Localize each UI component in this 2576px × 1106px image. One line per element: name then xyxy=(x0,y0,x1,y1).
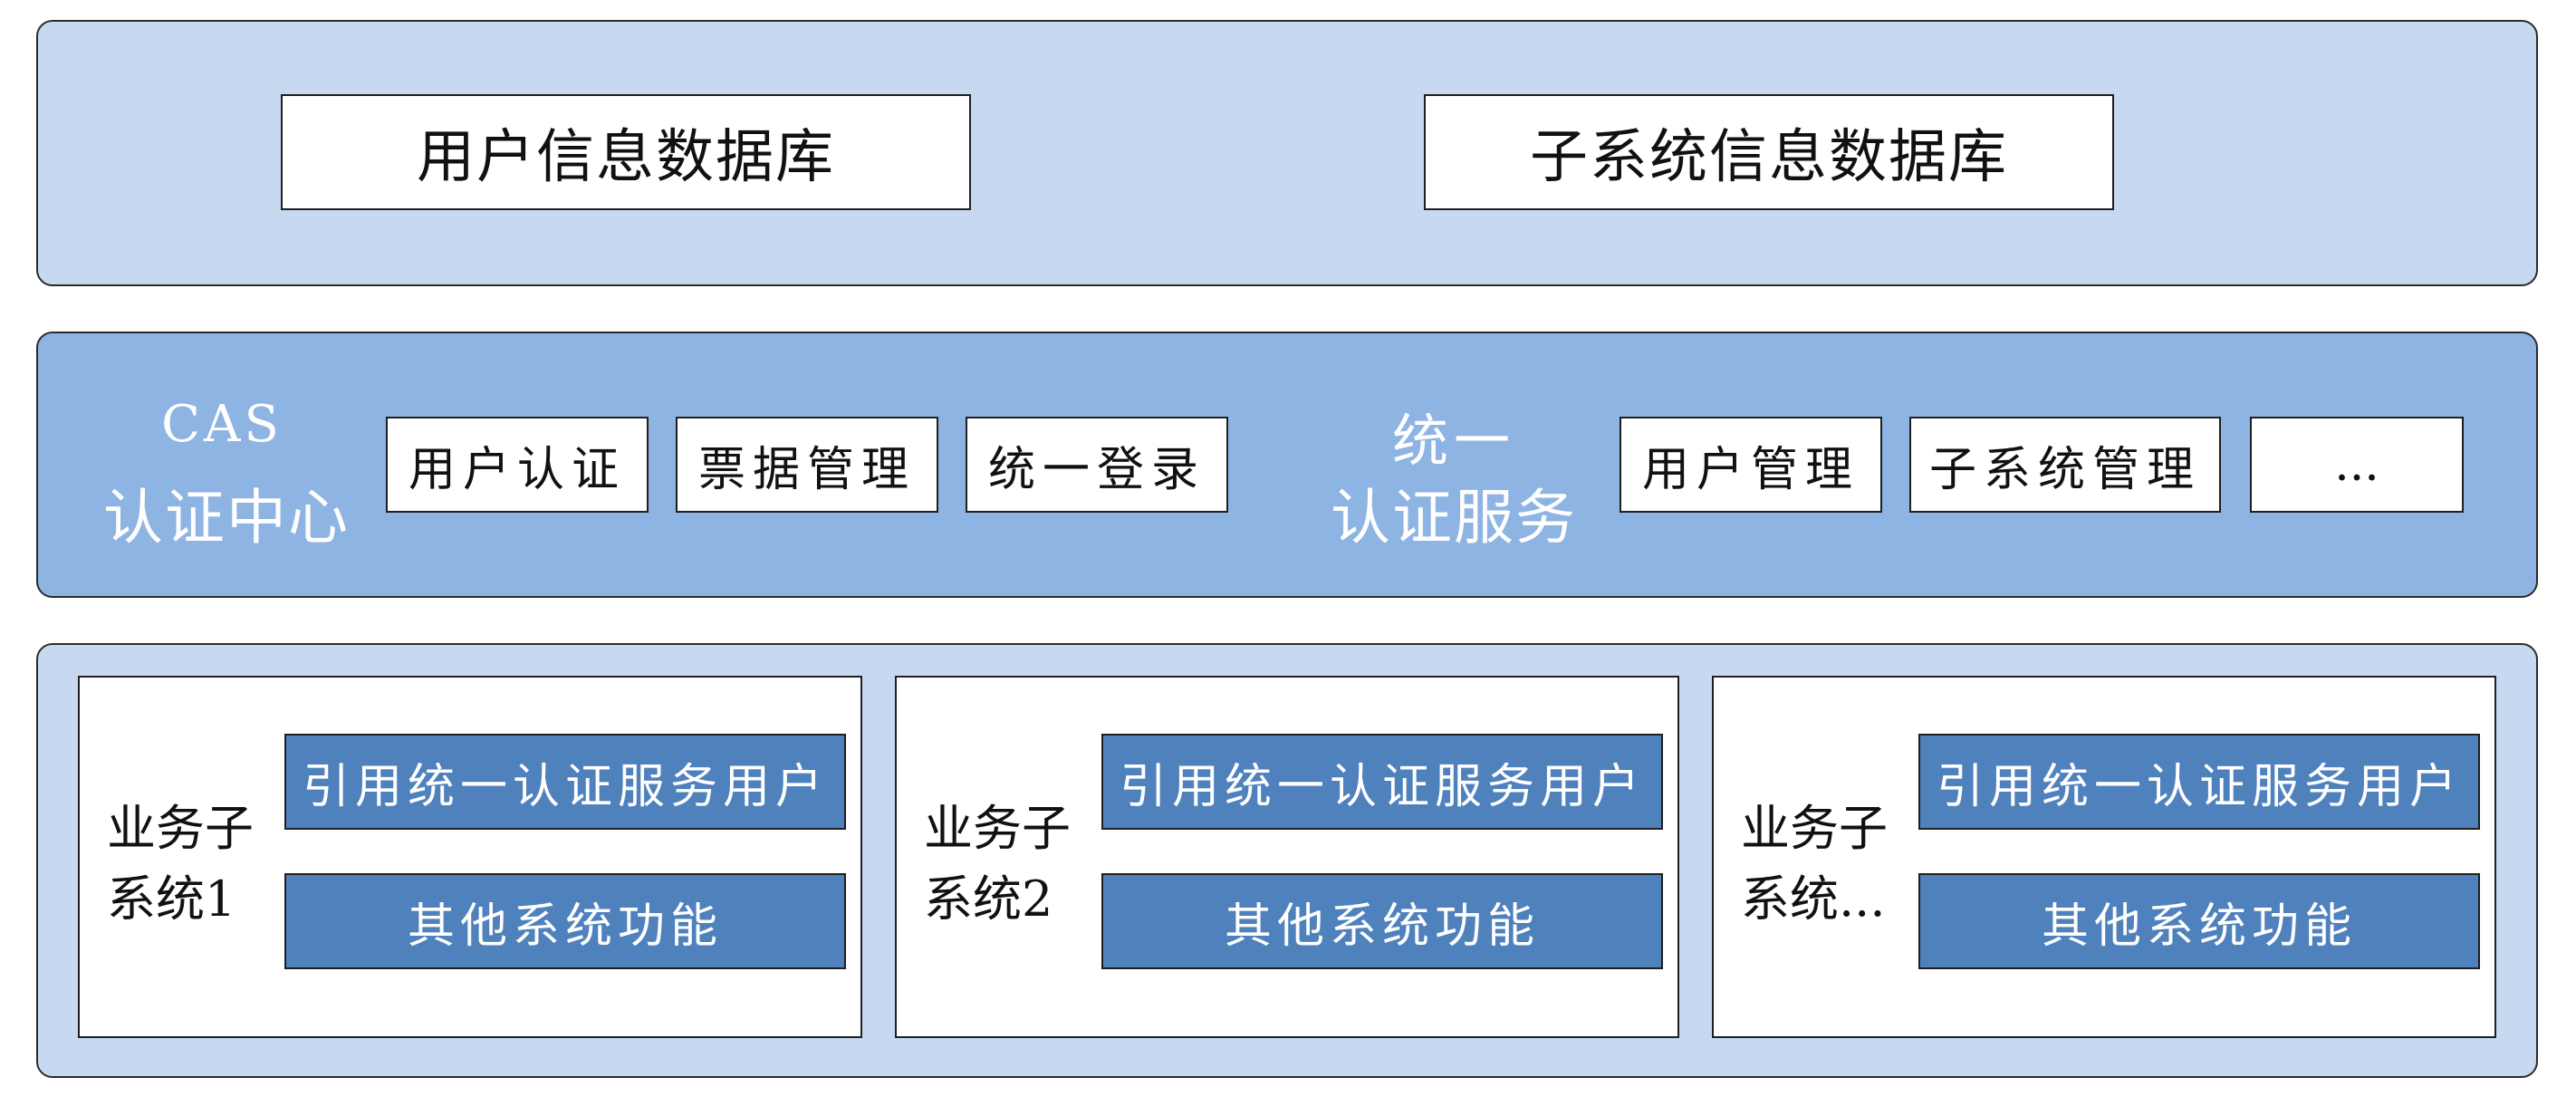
function-use-unified-auth-users: 引用统一认证服务用户 xyxy=(1918,734,2480,830)
subsystem-label-line2: 系统2 xyxy=(924,870,1053,928)
cas-item-unified-login: 统一登录 xyxy=(966,417,1228,513)
unified-item-subsystem-management: 子系统管理 xyxy=(1909,417,2221,513)
cas-item-user-auth: 用户认证 xyxy=(386,417,649,513)
subsystem-label-line1: 业务子 xyxy=(107,800,254,857)
subsystem-info-database: 子系统信息数据库 xyxy=(1424,94,2114,210)
cas-label-line2: 认证中心 xyxy=(103,483,350,553)
cas-label-line1: CAS xyxy=(161,395,283,454)
subsystem-label-line1: 业务子 xyxy=(1741,800,1888,857)
subsystem-label-line2: 系统... xyxy=(1741,870,1886,928)
subsystem-label-line1: 业务子 xyxy=(924,800,1071,857)
subsystem-label-line2: 系统1 xyxy=(107,870,236,928)
function-other-system-functions: 其他系统功能 xyxy=(284,873,846,969)
function-use-unified-auth-users: 引用统一认证服务用户 xyxy=(284,734,846,830)
function-other-system-functions: 其他系统功能 xyxy=(1918,873,2480,969)
function-other-system-functions: 其他系统功能 xyxy=(1101,873,1663,969)
business-subsystem-more: 业务子 系统... 引用统一认证服务用户 其他系统功能 xyxy=(1712,676,2496,1038)
cas-item-ticket-management: 票据管理 xyxy=(676,417,938,513)
subsystem-label: 业务子 系统2 xyxy=(924,793,1071,935)
function-use-unified-auth-users: 引用统一认证服务用户 xyxy=(1101,734,1663,830)
subsystem-label: 业务子 系统1 xyxy=(107,793,254,935)
user-info-database: 用户信息数据库 xyxy=(281,94,971,210)
subsystem-label: 业务子 系统... xyxy=(1741,793,1888,935)
unified-label-line1: 统一 xyxy=(1391,408,1515,474)
business-subsystem-2: 业务子 系统2 引用统一认证服务用户 其他系统功能 xyxy=(895,676,1679,1038)
unified-item-more: ... xyxy=(2250,417,2464,513)
unified-item-user-management: 用户管理 xyxy=(1620,417,1882,513)
business-subsystem-1: 业务子 系统1 引用统一认证服务用户 其他系统功能 xyxy=(78,676,862,1038)
unified-label-line2: 认证服务 xyxy=(1331,483,1577,553)
